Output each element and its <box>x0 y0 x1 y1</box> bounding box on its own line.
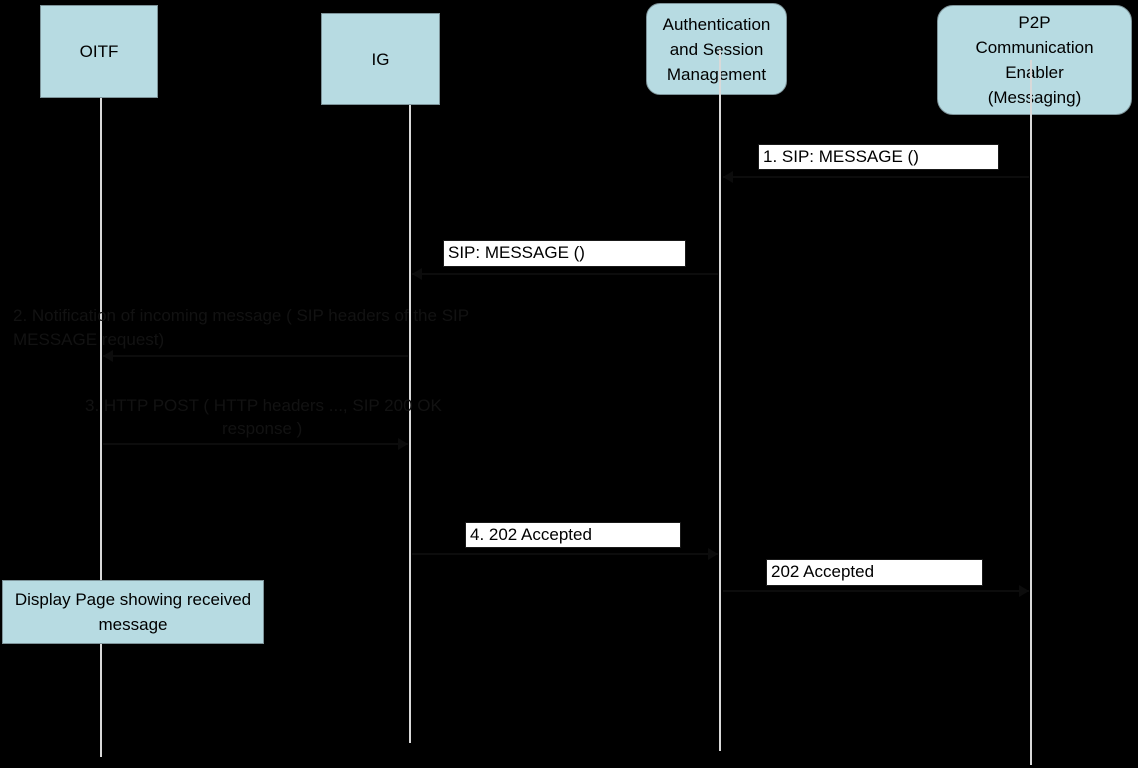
lifeline-p2p-communication-enabler <box>1030 60 1032 765</box>
arrowhead-left-icon <box>723 171 733 183</box>
message-label-202-accepted: 202 Accepted <box>766 559 983 586</box>
actor-box-authentication-session-management: Authentication and Session Management <box>646 3 787 95</box>
actor-box-p2p-communication-enabler: P2P Communication Enabler (Messaging) <box>937 5 1132 115</box>
arrow-202-accepted-asm-to-p2p <box>723 585 1029 597</box>
actor-label-ig: IG <box>371 49 390 69</box>
arrowhead-left-icon <box>412 268 422 280</box>
actor-box-ig: IG <box>321 13 440 105</box>
actor-label-p2p-communication-enabler: P2P Communication Enabler (Messaging) <box>975 13 1094 107</box>
arrowhead-left-icon <box>103 350 113 362</box>
arrowhead-right-icon <box>708 548 718 560</box>
lifeline-oitf <box>100 98 102 757</box>
arrowhead-right-icon <box>1019 585 1029 597</box>
arrowhead-right-icon <box>398 438 408 450</box>
message-label-2-notification-line1: 2. Notification of incoming message ( SI… <box>13 306 470 325</box>
message-label-sip-message: SIP: MESSAGE () <box>443 240 686 267</box>
actor-label-oitf: OITF <box>79 42 119 61</box>
message-label-1-sip-message: 1. SIP: MESSAGE () <box>758 144 999 170</box>
lifeline-authentication-session-management <box>719 50 721 751</box>
actor-label-authentication-session-management: Authentication and Session Management <box>662 14 771 84</box>
message-label-2-notification-line2: MESSAGE request) <box>13 330 165 349</box>
arrow-sip-message-asm-to-ig <box>412 268 718 280</box>
message-label-4-202-accepted: 4. 202 Accepted <box>465 522 681 548</box>
note-display-page-showing-received-message: Display Page showing received message <box>2 580 264 644</box>
arrow-sip-message-p2p-to-asm <box>723 171 1029 183</box>
actor-box-oitf: OITF <box>40 5 158 98</box>
message-label-3-http-post-line1: 3. HTTP POST ( HTTP headers ..., SIP 200… <box>85 396 442 415</box>
lifeline-ig <box>409 105 411 743</box>
arrow-notification-ig-to-oitf <box>103 350 408 362</box>
message-label-3-http-post-line2: response ) <box>222 419 303 438</box>
arrow-http-post-oitf-to-ig <box>103 438 408 450</box>
arrow-202-accepted-ig-to-asm <box>412 548 718 560</box>
